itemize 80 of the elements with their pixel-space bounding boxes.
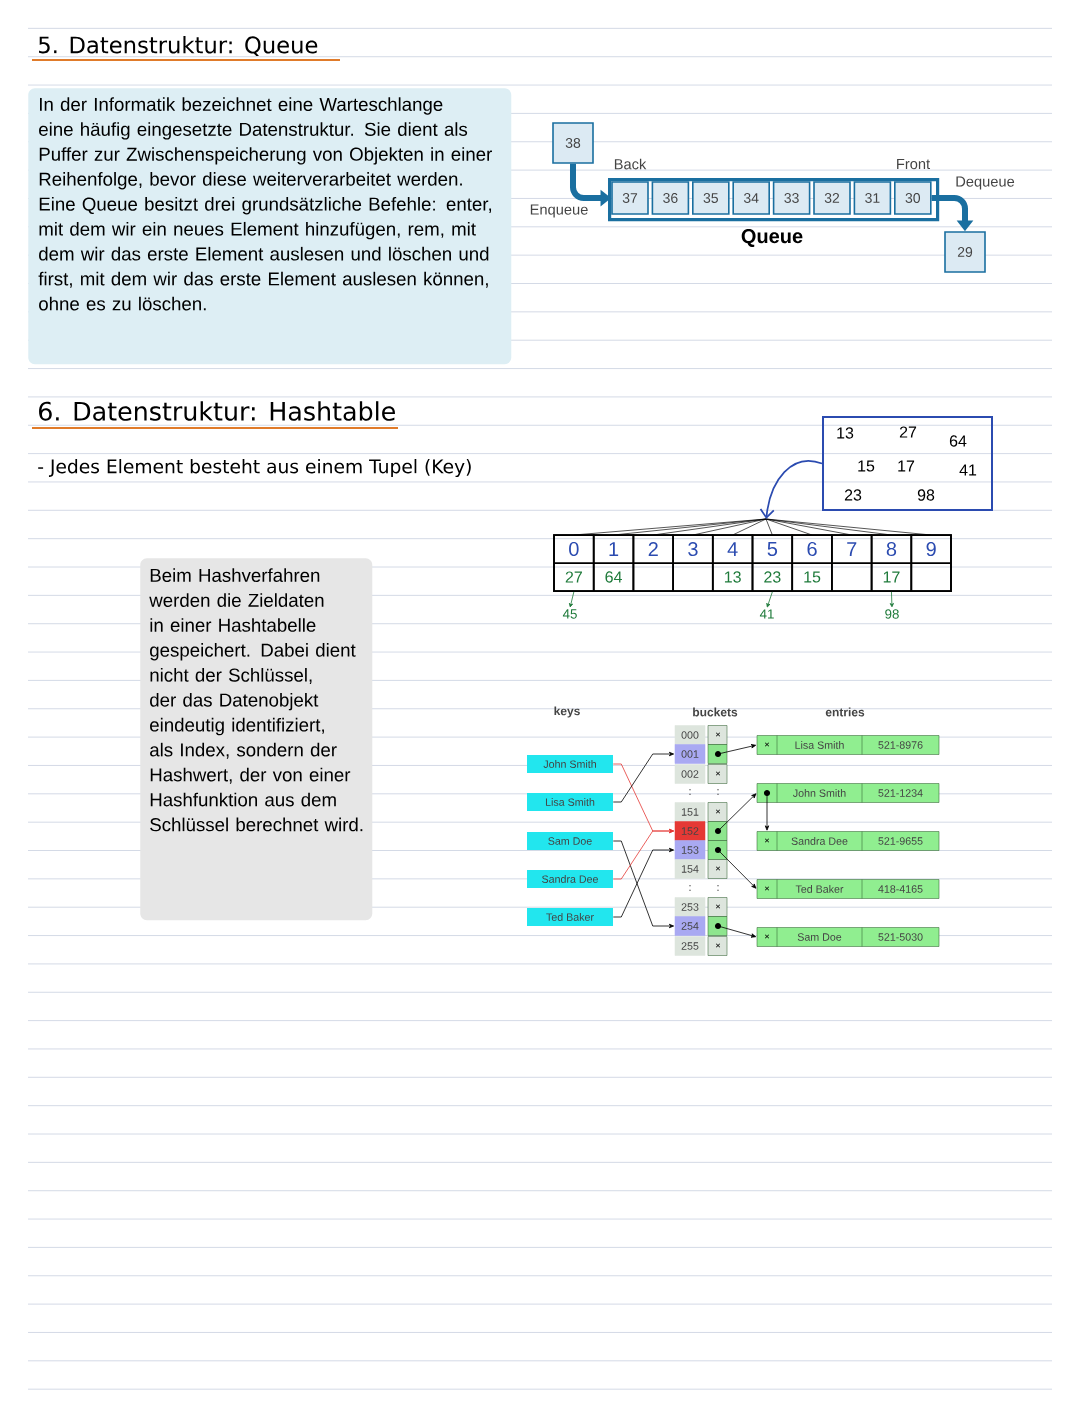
column-heading: keys: [554, 706, 580, 718]
text-box: Beim Hashverfahren werden die Zieldaten in einer Hashtabelle gespeichert. Dabei dient nicht der Schlüssel, der das Datenobjekt eindeutig identifiziert, als Index, sondern der Hashwert, der von einer Hashfunktion aus dem Schlüssel berechnet wird.: [140, 558, 373, 921]
section-heading: 6. Datenstruktur: Hashtable: [32, 401, 398, 430]
bucket-row: 002 ×: [674, 764, 728, 784]
node-label: Back: [614, 158, 647, 170]
node-label: ×: [715, 732, 721, 737]
key-set-box: 13 27 64 15 17 41 23 98: [822, 416, 993, 511]
arrow: [612, 840, 675, 929]
column-heading: buckets: [693, 707, 738, 717]
key-box: Sandra Dee: [527, 870, 613, 888]
bucket-row: 152: [674, 821, 728, 841]
node-label: ×: [715, 943, 721, 948]
queue-cell: 30: [894, 181, 932, 215]
arrow: [889, 591, 894, 608]
queue-cell: 35: [692, 181, 730, 215]
ellipsis-mark: :: [717, 885, 719, 891]
hash-table-column: 7: [831, 534, 873, 592]
arrow: [717, 849, 757, 889]
bucket-row: 254: [674, 916, 728, 936]
ellipsis-mark: :: [689, 789, 691, 795]
node-label: ×: [715, 866, 721, 871]
node-label: ×: [715, 904, 721, 909]
bucket-row: 001: [674, 744, 728, 764]
arrow: [766, 591, 773, 608]
arrow: [717, 925, 757, 938]
queue-cell: 33: [772, 181, 811, 215]
ellipsis-mark: :: [689, 885, 691, 891]
entry-row: John Smith 521-1234: [756, 783, 940, 803]
edge-label: Enqueue: [528, 203, 590, 219]
hash-table-column: 3: [672, 534, 714, 592]
hash-table-column: 6 15: [791, 534, 833, 592]
collision-value: 41: [759, 609, 774, 619]
entry-row: × Sandra Dee 521-9655: [756, 831, 940, 851]
bucket-row: 154 ×: [674, 859, 728, 879]
arrow: [612, 751, 675, 803]
arrow: [764, 792, 770, 831]
node-label: Front: [897, 158, 931, 170]
arrow: [717, 744, 757, 755]
arrow: [612, 828, 675, 880]
hash-table-column: 2: [632, 534, 674, 592]
arrow: [612, 847, 675, 918]
queue-element: 29: [944, 231, 986, 273]
key-box: Ted Baker: [527, 908, 613, 926]
node-label: ×: [715, 809, 721, 814]
queue-element: 38: [552, 122, 594, 164]
entry-row: × Sam Doe 521-5030: [756, 927, 940, 947]
arrow: [759, 460, 823, 519]
collision-value: 45: [562, 609, 577, 619]
bucket-row: 151 ×: [674, 802, 728, 822]
queue-cell: 37: [611, 181, 649, 215]
collision-value: 98: [885, 609, 899, 619]
bucket-row: 253 ×: [674, 897, 728, 917]
hash-table-column: 8 17: [870, 534, 913, 592]
bucket-row: 000 ×: [674, 725, 728, 745]
queue-cell: 31: [853, 181, 892, 215]
ellipsis-mark: :: [717, 789, 719, 795]
node-label: ×: [715, 771, 721, 776]
node-label: Queue: [741, 229, 803, 247]
column-heading: entries: [825, 707, 865, 717]
key-box: Sam Doe: [527, 832, 613, 850]
arrow: [717, 793, 757, 832]
key-box: Lisa Smith: [527, 793, 613, 811]
queue-cell: 32: [813, 181, 851, 215]
note-text: - Jedes Element besteht aus einem Tupel (Key): [38, 459, 471, 478]
arrow: [568, 591, 575, 608]
edge-label: Dequeue: [953, 175, 1017, 191]
hash-table-column: 9: [910, 534, 952, 592]
queue-cell: 36: [651, 181, 690, 215]
hash-table-column: 1 64: [592, 534, 635, 592]
hash-table-column: 4 13: [711, 534, 754, 592]
hash-table-column: 0 27: [553, 534, 595, 592]
key-box: John Smith: [527, 755, 613, 773]
queue-cell: 34: [732, 181, 770, 215]
bucket-row: 255 ×: [674, 936, 728, 956]
text-box: In der Informatik bezeichnet eine Warteschlange eine häufig eingesetzte Datenstruktur. Sie dient als Puffer zur Zwischenspeicherung von Objekten in einer Reihenfolge, bevor diese weiterverarbeitet werden. Eine Queue besitzt drei grundsätzliche Befehle: enter, mit dem wir ein neues Element hinzufügen, rem, mit dem wir das erste Element auslesen und löschen und first, mit dem wir das erste Element auslesen können, ohne es zu löschen.: [28, 88, 512, 365]
entry-row: × Ted Baker 418-4165: [756, 879, 940, 899]
hash-table-column: 5 23: [751, 534, 794, 592]
section-heading: 5. Datenstruktur: Queue: [32, 35, 340, 62]
entry-row: × Lisa Smith 521-8976: [756, 735, 940, 755]
bucket-row: 153: [674, 840, 728, 860]
